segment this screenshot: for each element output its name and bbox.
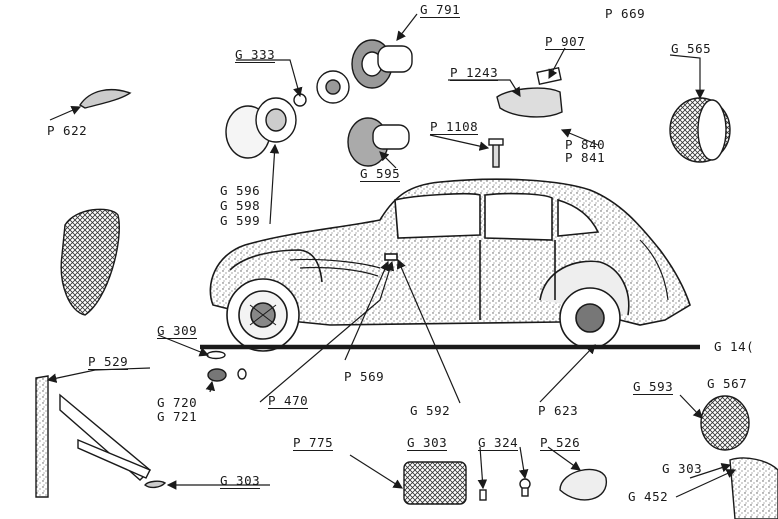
label-p669: P 669 <box>605 6 646 21</box>
label-g593: G 593 <box>633 379 674 395</box>
label-g452: G 452 <box>628 489 669 504</box>
label-g592: G 592 <box>410 403 451 418</box>
hood-ornament <box>79 89 132 109</box>
label-p775: P 775 <box>293 435 334 451</box>
indicator-g720 <box>207 368 247 382</box>
label-p623: P 623 <box>538 403 579 418</box>
label-p569: P 569 <box>344 369 385 384</box>
label-p622: P 622 <box>47 123 88 138</box>
label-g14: G 14( <box>714 339 755 354</box>
label-g598: G 598 <box>220 198 261 213</box>
label-p840-p841: P 840 P 841 <box>565 138 605 164</box>
radiator-grille <box>60 208 120 316</box>
label-g567: G 567 <box>707 376 748 391</box>
label-g303-right: G 303 <box>662 461 703 476</box>
parking-lamp-p775 <box>403 461 467 505</box>
label-p840: P 840 <box>565 137 606 152</box>
label-p1243: P 1243 <box>450 65 499 81</box>
label-p529: P 529 <box>88 354 129 370</box>
label-g596-g599: G 596 G 598 G 599 <box>220 183 260 228</box>
lamp-p526 <box>559 468 607 501</box>
label-p526: P 526 <box>540 435 581 451</box>
lamp-g593 <box>700 395 750 451</box>
label-g303-top: G 303 <box>407 435 448 451</box>
trim-g303 <box>144 480 167 489</box>
label-g309: G 309 <box>157 323 198 339</box>
car-illustration <box>209 178 691 352</box>
label-p1108: P 1108 <box>430 119 479 135</box>
stud-g309 <box>206 350 226 360</box>
label-g595: G 595 <box>360 166 401 182</box>
label-g721: G 721 <box>157 409 198 424</box>
label-g303-bottom: G 303 <box>220 473 261 489</box>
round-lamp-g565 <box>669 97 731 163</box>
label-p907: P 907 <box>545 34 586 50</box>
label-g720-g721: G 720 G 721 <box>157 396 197 424</box>
label-g599: G 599 <box>220 213 261 228</box>
bolt-p1108 <box>488 138 504 168</box>
grille-g452 <box>729 457 778 519</box>
label-g565: G 565 <box>671 41 712 56</box>
bulb-g324 <box>519 478 531 497</box>
tail-lamp <box>496 67 563 118</box>
label-g791: G 791 <box>420 2 461 18</box>
label-g333: G 333 <box>235 47 276 63</box>
label-g324: G 324 <box>478 435 519 451</box>
fitting-g303b <box>479 489 487 501</box>
label-g596: G 596 <box>220 183 261 198</box>
label-g720: G 720 <box>157 395 198 410</box>
label-p841: P 841 <box>565 150 606 165</box>
label-p470: P 470 <box>268 393 309 409</box>
side-panel-p529 <box>35 375 152 498</box>
